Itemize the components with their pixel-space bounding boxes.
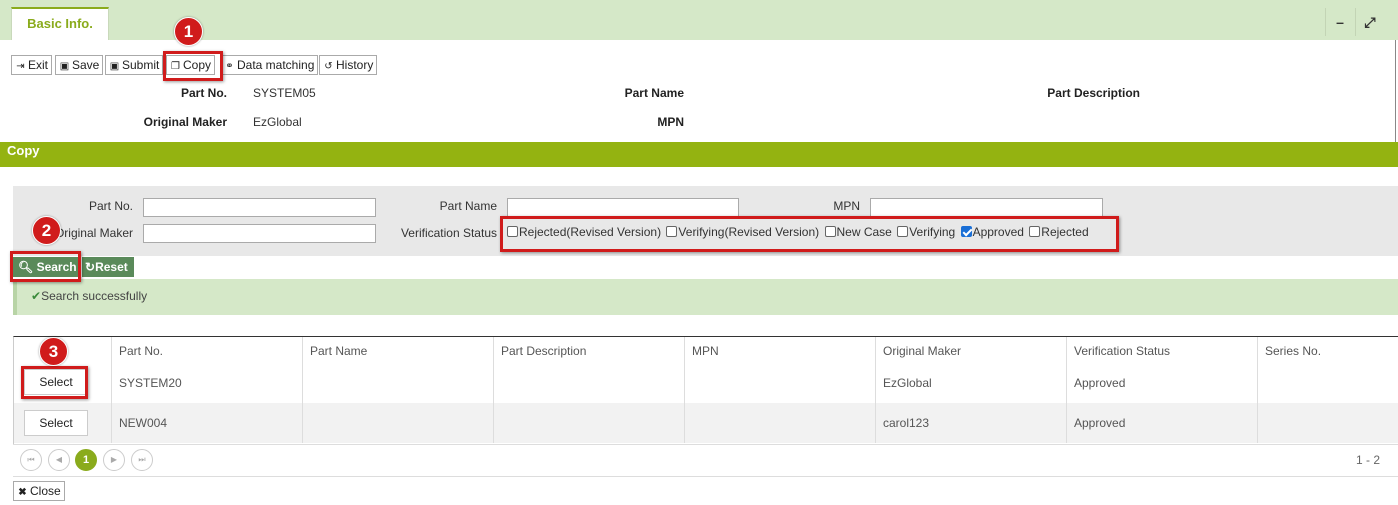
save-icon: ▣ xyxy=(59,61,70,72)
column-header-part-no[interactable]: Part No. xyxy=(111,337,302,363)
verification-status-label: Verification Status xyxy=(400,226,497,240)
filter-mpn-label: MPN xyxy=(833,199,860,213)
search-icon: 🔍︎ xyxy=(18,260,34,274)
copy-icon: ❐ xyxy=(171,61,180,72)
submit-button[interactable]: ▣Submit xyxy=(105,55,164,75)
panel-border xyxy=(1395,40,1396,142)
cell-part-description xyxy=(493,403,684,443)
highlight-search xyxy=(10,251,81,282)
reset-icon: ↻ xyxy=(85,260,96,274)
submit-icon: ▣ xyxy=(109,61,120,72)
step-badge-1: 1 xyxy=(174,17,203,46)
tab-basic-info[interactable]: Basic Info. xyxy=(11,7,109,40)
copy-panel-title: Copy xyxy=(0,142,1398,167)
status-option-rejected[interactable]: Rejected xyxy=(1029,225,1089,239)
save-button[interactable]: ▣Save xyxy=(55,55,104,75)
status-option-new-case[interactable]: New Case xyxy=(824,225,892,239)
checkbox[interactable] xyxy=(1029,226,1041,237)
pager: ⏮︎ ◀︎ 1 ▶︎ ⏭︎ 1 - 2 xyxy=(13,444,1398,477)
expand-button[interactable]: ⤢ xyxy=(1355,8,1384,36)
exit-button[interactable]: ⇥Exit xyxy=(11,55,53,75)
cell-part-no: NEW004 xyxy=(111,403,302,443)
cell-mpn xyxy=(684,403,875,443)
cell-original-maker: EzGlobal xyxy=(875,363,1066,403)
close-icon: ✖ xyxy=(18,487,27,498)
column-header-part-name[interactable]: Part Name xyxy=(302,337,493,363)
column-header-verification-status[interactable]: Verification Status xyxy=(1066,337,1257,363)
pager-range: 1 - 2 xyxy=(1356,453,1381,467)
step-badge-3: 3 xyxy=(39,337,68,366)
filter-part-no-label: Part No. xyxy=(88,199,133,213)
highlight-copy xyxy=(163,51,223,81)
select-button[interactable]: Select xyxy=(24,410,88,436)
part-no-input[interactable] xyxy=(143,198,376,217)
reset-button[interactable]: ↻Reset xyxy=(82,257,134,277)
part-no-value: SYSTEM05 xyxy=(253,86,316,100)
cell-series-no xyxy=(1257,363,1398,403)
copy-button[interactable]: ❐Copy xyxy=(166,55,216,75)
history-button[interactable]: ↺History xyxy=(319,55,378,75)
part-name-input[interactable] xyxy=(507,198,739,217)
checkbox[interactable] xyxy=(897,226,909,237)
part-no-label: Part No. xyxy=(180,86,227,100)
row-action-cell: Select xyxy=(14,363,111,403)
mpn-input[interactable] xyxy=(870,198,1103,217)
search-button[interactable]: 🔍︎ Search xyxy=(13,257,79,277)
data-matching-button[interactable]: ⚭Data matching xyxy=(220,55,319,75)
page-number-current[interactable]: 1 xyxy=(75,449,97,471)
filter-panel xyxy=(13,186,1398,256)
step-badge-2: 2 xyxy=(32,216,61,245)
last-page-icon[interactable]: ⏭︎ xyxy=(131,449,153,471)
original-maker-value: EzGlobal xyxy=(253,115,302,129)
row-action-cell: Select xyxy=(14,403,111,443)
link-icon: ⚭ xyxy=(225,61,234,72)
select-button[interactable]: Select xyxy=(24,369,88,395)
part-name-label: Part Name xyxy=(624,86,684,100)
check-icon: ✔ xyxy=(31,289,42,303)
mpn-label: MPN xyxy=(657,115,684,129)
exit-icon: ⇥ xyxy=(16,61,25,72)
column-header-part-description[interactable]: Part Description xyxy=(493,337,684,363)
cell-verification-status: Approved xyxy=(1066,403,1257,443)
cell-original-maker: carol123 xyxy=(875,403,1066,443)
column-header-original-maker[interactable]: Original Maker xyxy=(875,337,1066,363)
tab-bar xyxy=(0,0,1398,40)
cell-part-description xyxy=(493,363,684,403)
cell-part-name xyxy=(302,403,493,443)
history-icon: ↺ xyxy=(324,61,333,72)
minimize-button[interactable]: – xyxy=(1325,8,1354,36)
original-maker-label: Original Maker xyxy=(143,115,227,129)
checkbox[interactable] xyxy=(666,226,678,237)
cell-part-no: SYSTEM20 xyxy=(111,363,302,403)
first-page-icon[interactable]: ⏮︎ xyxy=(20,449,42,471)
status-option-verifying-revised[interactable]: Verifying(Revised Version) xyxy=(666,225,819,239)
status-option-approved[interactable]: Approved xyxy=(960,225,1024,239)
close-button[interactable]: ✖Close xyxy=(13,481,65,501)
column-header-series-no[interactable]: Series No. xyxy=(1257,337,1398,363)
highlight-select xyxy=(21,366,88,399)
checkbox[interactable] xyxy=(507,226,518,237)
filter-original-maker-label: Original Maker xyxy=(54,226,133,240)
highlight-status xyxy=(500,216,1119,252)
checkbox[interactable] xyxy=(824,226,836,237)
prev-page-icon[interactable]: ◀︎ xyxy=(48,449,70,471)
results-grid: Part No. Part Name Part Description MPN … xyxy=(13,336,1398,445)
part-description-label: Part Description xyxy=(1047,86,1140,100)
original-maker-input[interactable] xyxy=(143,224,376,243)
cell-verification-status: Approved xyxy=(1066,363,1257,403)
cell-series-no xyxy=(1257,403,1398,443)
filter-part-name-label: Part Name xyxy=(439,199,497,213)
next-page-icon[interactable]: ▶︎ xyxy=(103,449,125,471)
cell-mpn xyxy=(684,363,875,403)
table-row: Select NEW004 carol123 Approved xyxy=(14,403,1398,443)
column-header-mpn[interactable]: MPN xyxy=(684,337,875,363)
status-option-verifying[interactable]: Verifying xyxy=(897,225,955,239)
status-option-rejected-revised[interactable]: Rejected(Revised Version) xyxy=(507,225,661,239)
table-row: Select SYSTEM20 EzGlobal Approved xyxy=(14,363,1398,403)
verification-status-checkboxes: Rejected(Revised Version) Verifying(Revi… xyxy=(507,225,1091,239)
cell-part-name xyxy=(302,363,493,403)
checkbox-checked[interactable] xyxy=(960,226,972,237)
success-message: ✔Search successfully xyxy=(13,279,1398,315)
